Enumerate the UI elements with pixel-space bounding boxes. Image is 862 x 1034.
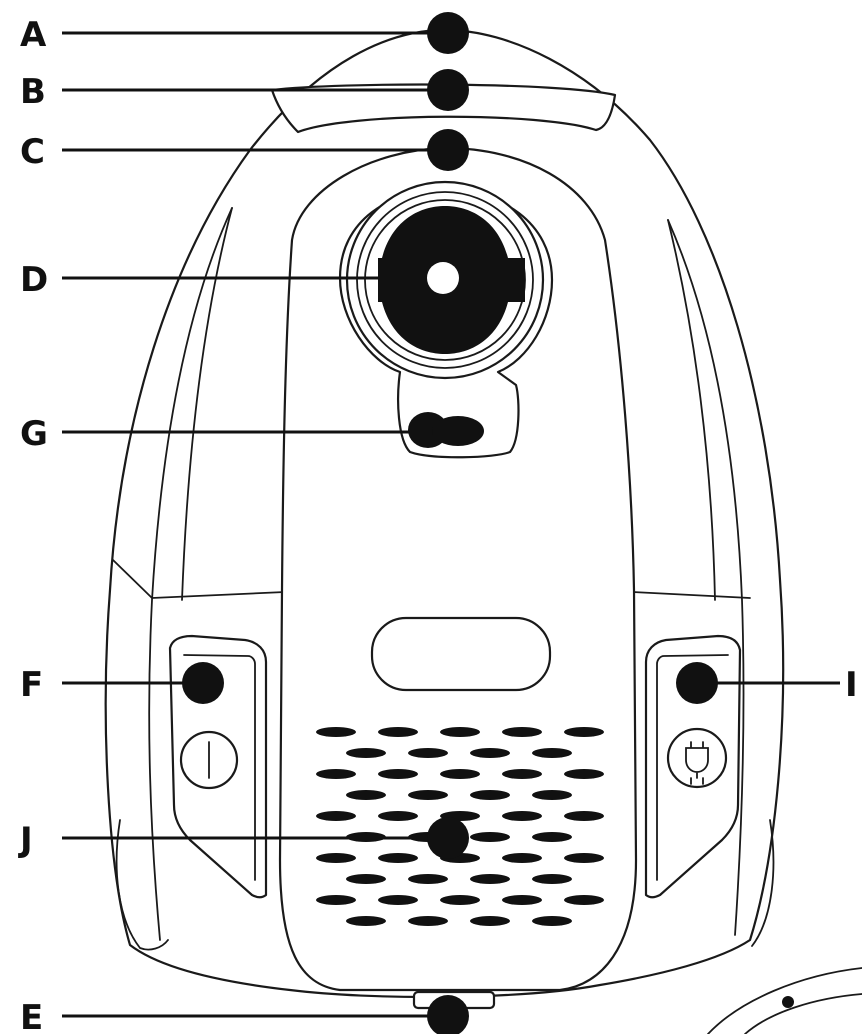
marker-a (427, 12, 469, 54)
marker-j (427, 817, 469, 859)
grille-slot (440, 727, 480, 737)
grille-slot (316, 895, 356, 905)
labels: A B C D G F I J E (18, 15, 858, 1034)
label-e: E (20, 998, 43, 1034)
left-rear-wheel (115, 819, 169, 951)
label-i: I (845, 665, 858, 705)
marker-c (427, 129, 469, 171)
plug-icon (666, 727, 728, 789)
inlet-center-hole (427, 262, 459, 294)
accessory-partial (707, 967, 862, 1034)
callouts (62, 12, 840, 1034)
grille-slot (378, 811, 418, 821)
grille-slot (378, 895, 418, 905)
grille-slot (316, 769, 356, 779)
grille-slot (564, 769, 604, 779)
grille-slot (316, 853, 356, 863)
grille-slot (346, 748, 386, 758)
label-c: C (20, 132, 45, 172)
accessory-outline-inner (744, 993, 862, 1034)
grille-slot (532, 790, 572, 800)
accessory-outline (707, 967, 862, 1034)
label-f: F (20, 665, 43, 705)
grille-slot (408, 874, 448, 884)
right-rear-wheel (751, 819, 775, 947)
exhaust-grille (316, 727, 604, 926)
grille-slot (378, 769, 418, 779)
grille-slot (316, 811, 356, 821)
grille-slot (408, 790, 448, 800)
grille-slot (532, 874, 572, 884)
grille-slot (564, 811, 604, 821)
grille-slot (346, 874, 386, 884)
grille-slot (532, 916, 572, 926)
grille-slot (316, 727, 356, 737)
grille-slot (440, 895, 480, 905)
grille-slot (378, 727, 418, 737)
left-button-panel-inner (183, 654, 256, 881)
marker-f (182, 662, 224, 704)
accessory-dot (782, 996, 794, 1008)
inlet-ring-inner (356, 191, 534, 369)
right-button-panel-inner (656, 654, 729, 881)
grille-slot (502, 769, 542, 779)
grille-slot (470, 832, 510, 842)
right-side-ridge-inner (667, 219, 716, 601)
grille-slot (564, 727, 604, 737)
release-tab-lobe-right (432, 416, 484, 446)
marker-b (427, 69, 469, 111)
grille-slot (564, 853, 604, 863)
right-waist-line (631, 591, 751, 599)
grille-slot (440, 769, 480, 779)
grille-slot (532, 832, 572, 842)
grille-slot (470, 748, 510, 758)
vacuum-body (104, 28, 785, 1010)
left-side-ridge (148, 207, 233, 941)
grille-slot (378, 853, 418, 863)
grille-slot (470, 790, 510, 800)
grille-slot (502, 895, 542, 905)
right-side-ridge (667, 219, 745, 936)
grille-slot (346, 790, 386, 800)
plug-glyph (685, 741, 709, 785)
marker-i (676, 662, 718, 704)
grille-slot (564, 895, 604, 905)
marker-e (427, 995, 469, 1034)
left-side-ridge-inner (181, 207, 233, 601)
grille-slot (346, 916, 386, 926)
release-tab (408, 412, 484, 448)
grille-slot (408, 916, 448, 926)
grille-slot (502, 727, 542, 737)
grille-slot (470, 916, 510, 926)
left-waist-notch (112, 559, 286, 599)
hose-inlet (338, 180, 554, 459)
grille-slot (470, 874, 510, 884)
grille-slot (502, 811, 542, 821)
right-button-housing (644, 634, 742, 899)
grille-slot (408, 748, 448, 758)
label-a: A (20, 15, 47, 55)
label-j: J (18, 820, 33, 860)
label-g: G (20, 414, 48, 454)
grille-slot (532, 748, 572, 758)
label-d: D (20, 260, 48, 300)
lid-release-slot (370, 616, 552, 692)
grille-slot (502, 853, 542, 863)
label-b: B (20, 72, 46, 112)
